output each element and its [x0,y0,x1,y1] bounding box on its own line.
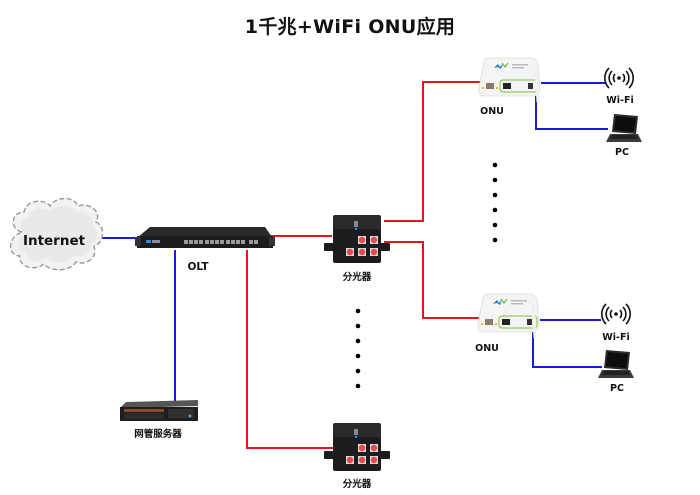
wifi-icon [604,67,634,89]
pc-bottom-label: PC [610,383,624,394]
link-onu-bottom-pc [532,332,602,368]
wifi-bottom-node: Wi-Fi [601,303,631,343]
ellipsis-dot [355,338,361,344]
onu-top-label: ONU [480,106,504,117]
ellipsis-dot [492,177,498,183]
wifi-icon [601,303,631,325]
link-splitter-onu-bottom [384,241,480,319]
pc-top-node: PC [606,114,642,158]
onu-icon [478,57,541,103]
ellipsis-dot [355,368,361,374]
nms-label: 网管服务器 [134,428,182,440]
ellipsis-dot [492,162,498,168]
splitter-icon [324,215,390,263]
wifi-bottom-label: Wi-Fi [602,332,629,343]
splitter-bottom-node: 分光器 [324,423,390,490]
ellipsis-dot [492,207,498,213]
link-splitter-onu-top [384,81,480,222]
splitter-bottom-label: 分光器 [343,478,372,490]
onu-icon [477,293,540,339]
wifi-top-node: Wi-Fi [604,67,634,106]
pc-top-label: PC [615,147,629,158]
ellipsis-dot [492,222,498,228]
splitter-top-node: 分光器 [324,215,390,283]
ellipsis-dot [355,308,361,314]
cloud-icon [9,197,104,271]
ellipsis-dot [492,192,498,198]
link-olt-splitter-bottom [246,250,333,449]
onu-bottom-label: ONU [475,343,499,354]
ellipsis-dot [355,353,361,359]
diagram-title: 1千兆+WiFi ONU应用 [244,16,456,38]
pc-bottom-node: PC [598,350,634,394]
olt-label: OLT [187,261,209,273]
onu-bottom-node: ONU [475,293,540,354]
internet-label: Internet [23,233,86,249]
link-onu-top-pc [535,96,608,130]
laptop-icon [606,114,642,142]
ellipsis-dot [355,323,361,329]
internet-node: Internet [9,197,104,271]
ellipsis-dot [355,383,361,389]
onu-top-node: ONU [478,57,541,117]
links [100,81,608,449]
server-icon [120,400,198,421]
laptop-icon [598,350,634,378]
nms-node: 网管服务器 [120,400,198,440]
wifi-top-label: Wi-Fi [606,95,633,106]
splitter-icon [324,423,390,471]
olt-node: OLT [135,227,275,273]
ellipsis-dot [492,237,498,243]
splitter-top-label: 分光器 [343,271,372,283]
ellipsis-onus [492,162,498,243]
ellipsis-splitters [355,308,361,389]
olt-rack-icon [135,227,275,248]
